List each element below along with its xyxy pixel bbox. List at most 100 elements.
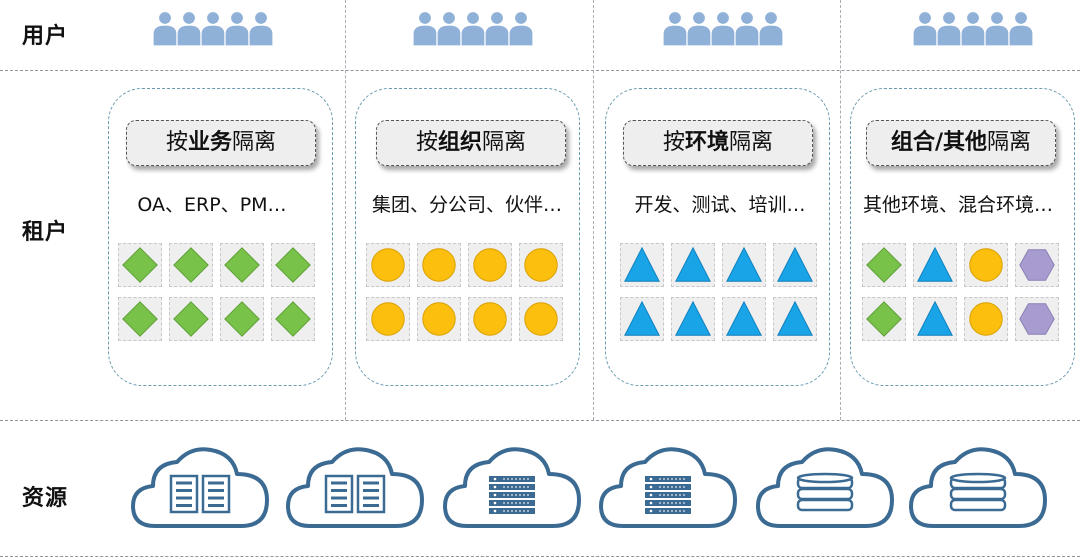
circle-icon — [473, 248, 507, 282]
circle-icon — [524, 248, 558, 282]
diamond-icon — [866, 247, 902, 283]
row-label-resources: 资源 — [22, 486, 69, 511]
diamond-icon — [122, 247, 158, 283]
user-group-icon — [412, 10, 534, 47]
diamond-icon — [173, 247, 209, 283]
shape-tile — [519, 243, 563, 287]
diamond-icon — [122, 301, 158, 337]
triangle-icon — [917, 300, 953, 336]
triangle-icon — [726, 246, 762, 282]
cloud-icon — [286, 447, 424, 528]
divider-tenants-resources — [0, 420, 1080, 421]
shape-tile — [773, 297, 817, 341]
diamond-icon — [224, 247, 260, 283]
shape-tile — [722, 297, 766, 341]
tenant-card — [108, 88, 333, 386]
shape-tile — [862, 297, 906, 341]
triangle-icon — [726, 300, 762, 336]
tenant-card — [605, 88, 830, 386]
shape-tile — [417, 243, 461, 287]
diamond-icon — [275, 301, 311, 337]
row-label-users: 用户 — [22, 24, 69, 49]
shape-tile — [118, 243, 162, 287]
shape-tile — [271, 243, 315, 287]
isolation-mode-pill: 按环境隔离 — [623, 120, 813, 166]
diamond-icon — [866, 301, 902, 337]
shape-tile — [417, 297, 461, 341]
circle-icon — [524, 302, 558, 336]
database-icon — [796, 472, 854, 512]
cloud-icon — [443, 447, 581, 528]
shape-tile — [366, 243, 410, 287]
shape-tile — [220, 243, 264, 287]
isolation-mode-pill: 组合/其他隔离 — [866, 120, 1056, 166]
shape-tile — [169, 297, 213, 341]
shape-tile — [964, 243, 1008, 287]
shape-tile — [671, 297, 715, 341]
shape-tile — [671, 243, 715, 287]
tenant-examples: 开发、测试、培训… — [634, 194, 806, 216]
hexagon-icon — [1019, 303, 1055, 335]
triangle-icon — [675, 300, 711, 336]
triangle-icon — [624, 300, 660, 336]
tenant-examples: 其他环境、混合环境… — [862, 194, 1053, 216]
shape-tile — [1015, 297, 1059, 341]
shape-tile — [366, 297, 410, 341]
server-rack-icon — [169, 474, 231, 514]
shape-tile — [519, 297, 563, 341]
row-label-tenants: 租户 — [22, 220, 69, 245]
cloud-icon — [909, 447, 1047, 528]
diamond-icon — [224, 301, 260, 337]
column-divider-1 — [345, 0, 346, 420]
tenant-card — [850, 88, 1075, 386]
shape-tile — [220, 297, 264, 341]
server-rack-icon — [324, 474, 386, 514]
column-divider-2 — [593, 0, 594, 420]
shape-tile — [468, 243, 512, 287]
triangle-icon — [777, 246, 813, 282]
divider-bottom — [0, 556, 1080, 557]
cloud-icon — [599, 447, 737, 528]
diamond-icon — [275, 247, 311, 283]
shape-tile — [913, 243, 957, 287]
circle-icon — [473, 302, 507, 336]
circle-icon — [422, 302, 456, 336]
shape-tile — [468, 297, 512, 341]
circle-icon — [422, 248, 456, 282]
tenant-examples: 集团、分公司、伙伴… — [371, 194, 562, 216]
hexagon-icon — [1019, 249, 1055, 281]
shape-tile — [773, 243, 817, 287]
user-group-icon — [662, 10, 784, 47]
server-blade-icon — [489, 476, 535, 514]
cloud-icon — [756, 447, 894, 528]
user-group-icon — [912, 10, 1034, 47]
tenant-card — [355, 88, 580, 386]
tenant-examples: OA、ERP、PM… — [137, 194, 287, 216]
database-icon — [949, 472, 1007, 512]
shape-tile — [722, 243, 766, 287]
shape-tile — [1015, 243, 1059, 287]
shape-tile — [862, 243, 906, 287]
triangle-icon — [624, 246, 660, 282]
triangle-icon — [917, 246, 953, 282]
isolation-mode-pill: 按业务隔离 — [126, 120, 316, 166]
circle-icon — [969, 248, 1003, 282]
column-divider-3 — [840, 0, 841, 420]
triangle-icon — [777, 300, 813, 336]
shape-tile — [271, 297, 315, 341]
shape-tile — [964, 297, 1008, 341]
shape-tile — [169, 243, 213, 287]
triangle-icon — [675, 246, 711, 282]
circle-icon — [371, 302, 405, 336]
shape-tile — [118, 297, 162, 341]
user-group-icon — [152, 10, 274, 47]
shape-tile — [620, 243, 664, 287]
circle-icon — [969, 302, 1003, 336]
shape-tile — [913, 297, 957, 341]
diamond-icon — [173, 301, 209, 337]
circle-icon — [371, 248, 405, 282]
shape-tile — [620, 297, 664, 341]
server-blade-icon — [645, 476, 691, 514]
divider-users-tenants — [0, 70, 1080, 71]
